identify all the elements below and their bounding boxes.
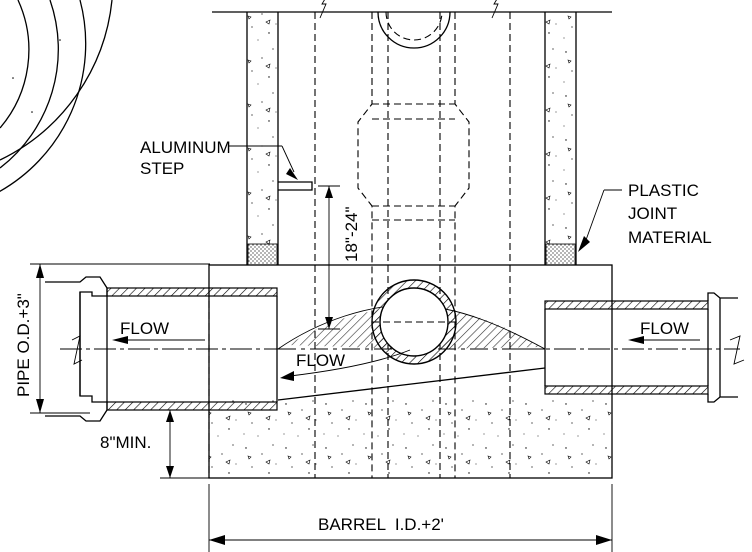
step-spacing-dimension — [318, 185, 340, 330]
aluminum-step — [228, 145, 313, 191]
plastic-joint-label-line2: JOINT — [628, 204, 677, 223]
flow-left-label: FLOW — [120, 319, 169, 338]
plastic-joint-leader — [578, 189, 622, 252]
base-slab — [208, 264, 613, 479]
flow-right-label: FLOW — [640, 319, 689, 338]
plastic-joint-label-line1: PLASTIC — [628, 181, 699, 200]
left-riser-wall — [246, 12, 279, 266]
aluminum-step-label-line1: ALUMINUM — [140, 138, 231, 157]
flow-arrows — [112, 336, 700, 381]
plastic-joint-label-line3: MATERIAL — [628, 228, 712, 247]
step-spacing-label: 18"-24" — [342, 206, 361, 262]
right-riser-wall — [544, 12, 577, 266]
pipe-cross-section — [371, 279, 457, 365]
min-depth-dimension — [160, 410, 212, 479]
left-inlet-pipe — [45, 276, 290, 422]
aluminum-step-label-line2: STEP — [140, 159, 184, 178]
cover-plan-arcs — [0, 0, 113, 192]
min-depth-label: 8"MIN. — [100, 433, 151, 452]
break-marks — [319, 0, 499, 19]
pipe-od-label: PIPE O.D.+3" — [14, 293, 33, 397]
barrel-dimension — [208, 484, 613, 552]
flow-channel-label: FLOW — [296, 351, 345, 370]
right-outlet-pipe — [520, 292, 745, 403]
barrel-label: BARREL I.D.+2' — [318, 515, 444, 534]
pipe-od-dimension — [30, 263, 210, 414]
